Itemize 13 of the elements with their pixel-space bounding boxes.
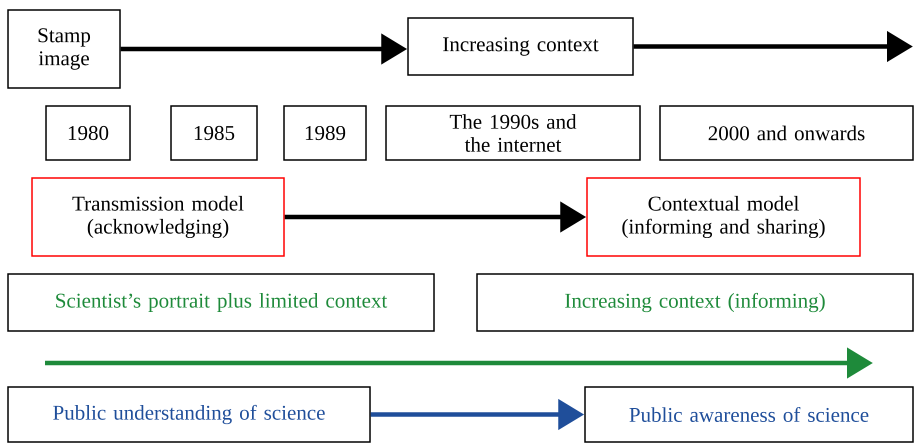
event-box: Stamp image (7, 9, 121, 89)
year-box: 1989 (283, 105, 367, 161)
year-box: 2000 and onwards (659, 105, 914, 161)
stage-box: Public understanding of science (7, 386, 371, 443)
stage-box: Scientist’s portrait plus limited context (7, 273, 435, 332)
year-box: The 1990s and the internet (385, 105, 641, 161)
year-box: 1985 (170, 105, 258, 161)
model-box: Transmission model (acknowledging) (31, 177, 285, 257)
stage-box: Public awareness of science (584, 386, 914, 443)
model-box: Contextual model (informing and sharing) (586, 177, 861, 257)
event-box: Increasing context (407, 17, 634, 76)
year-box: 1980 (45, 105, 131, 161)
stage-box: Increasing context (informing) (476, 273, 914, 332)
